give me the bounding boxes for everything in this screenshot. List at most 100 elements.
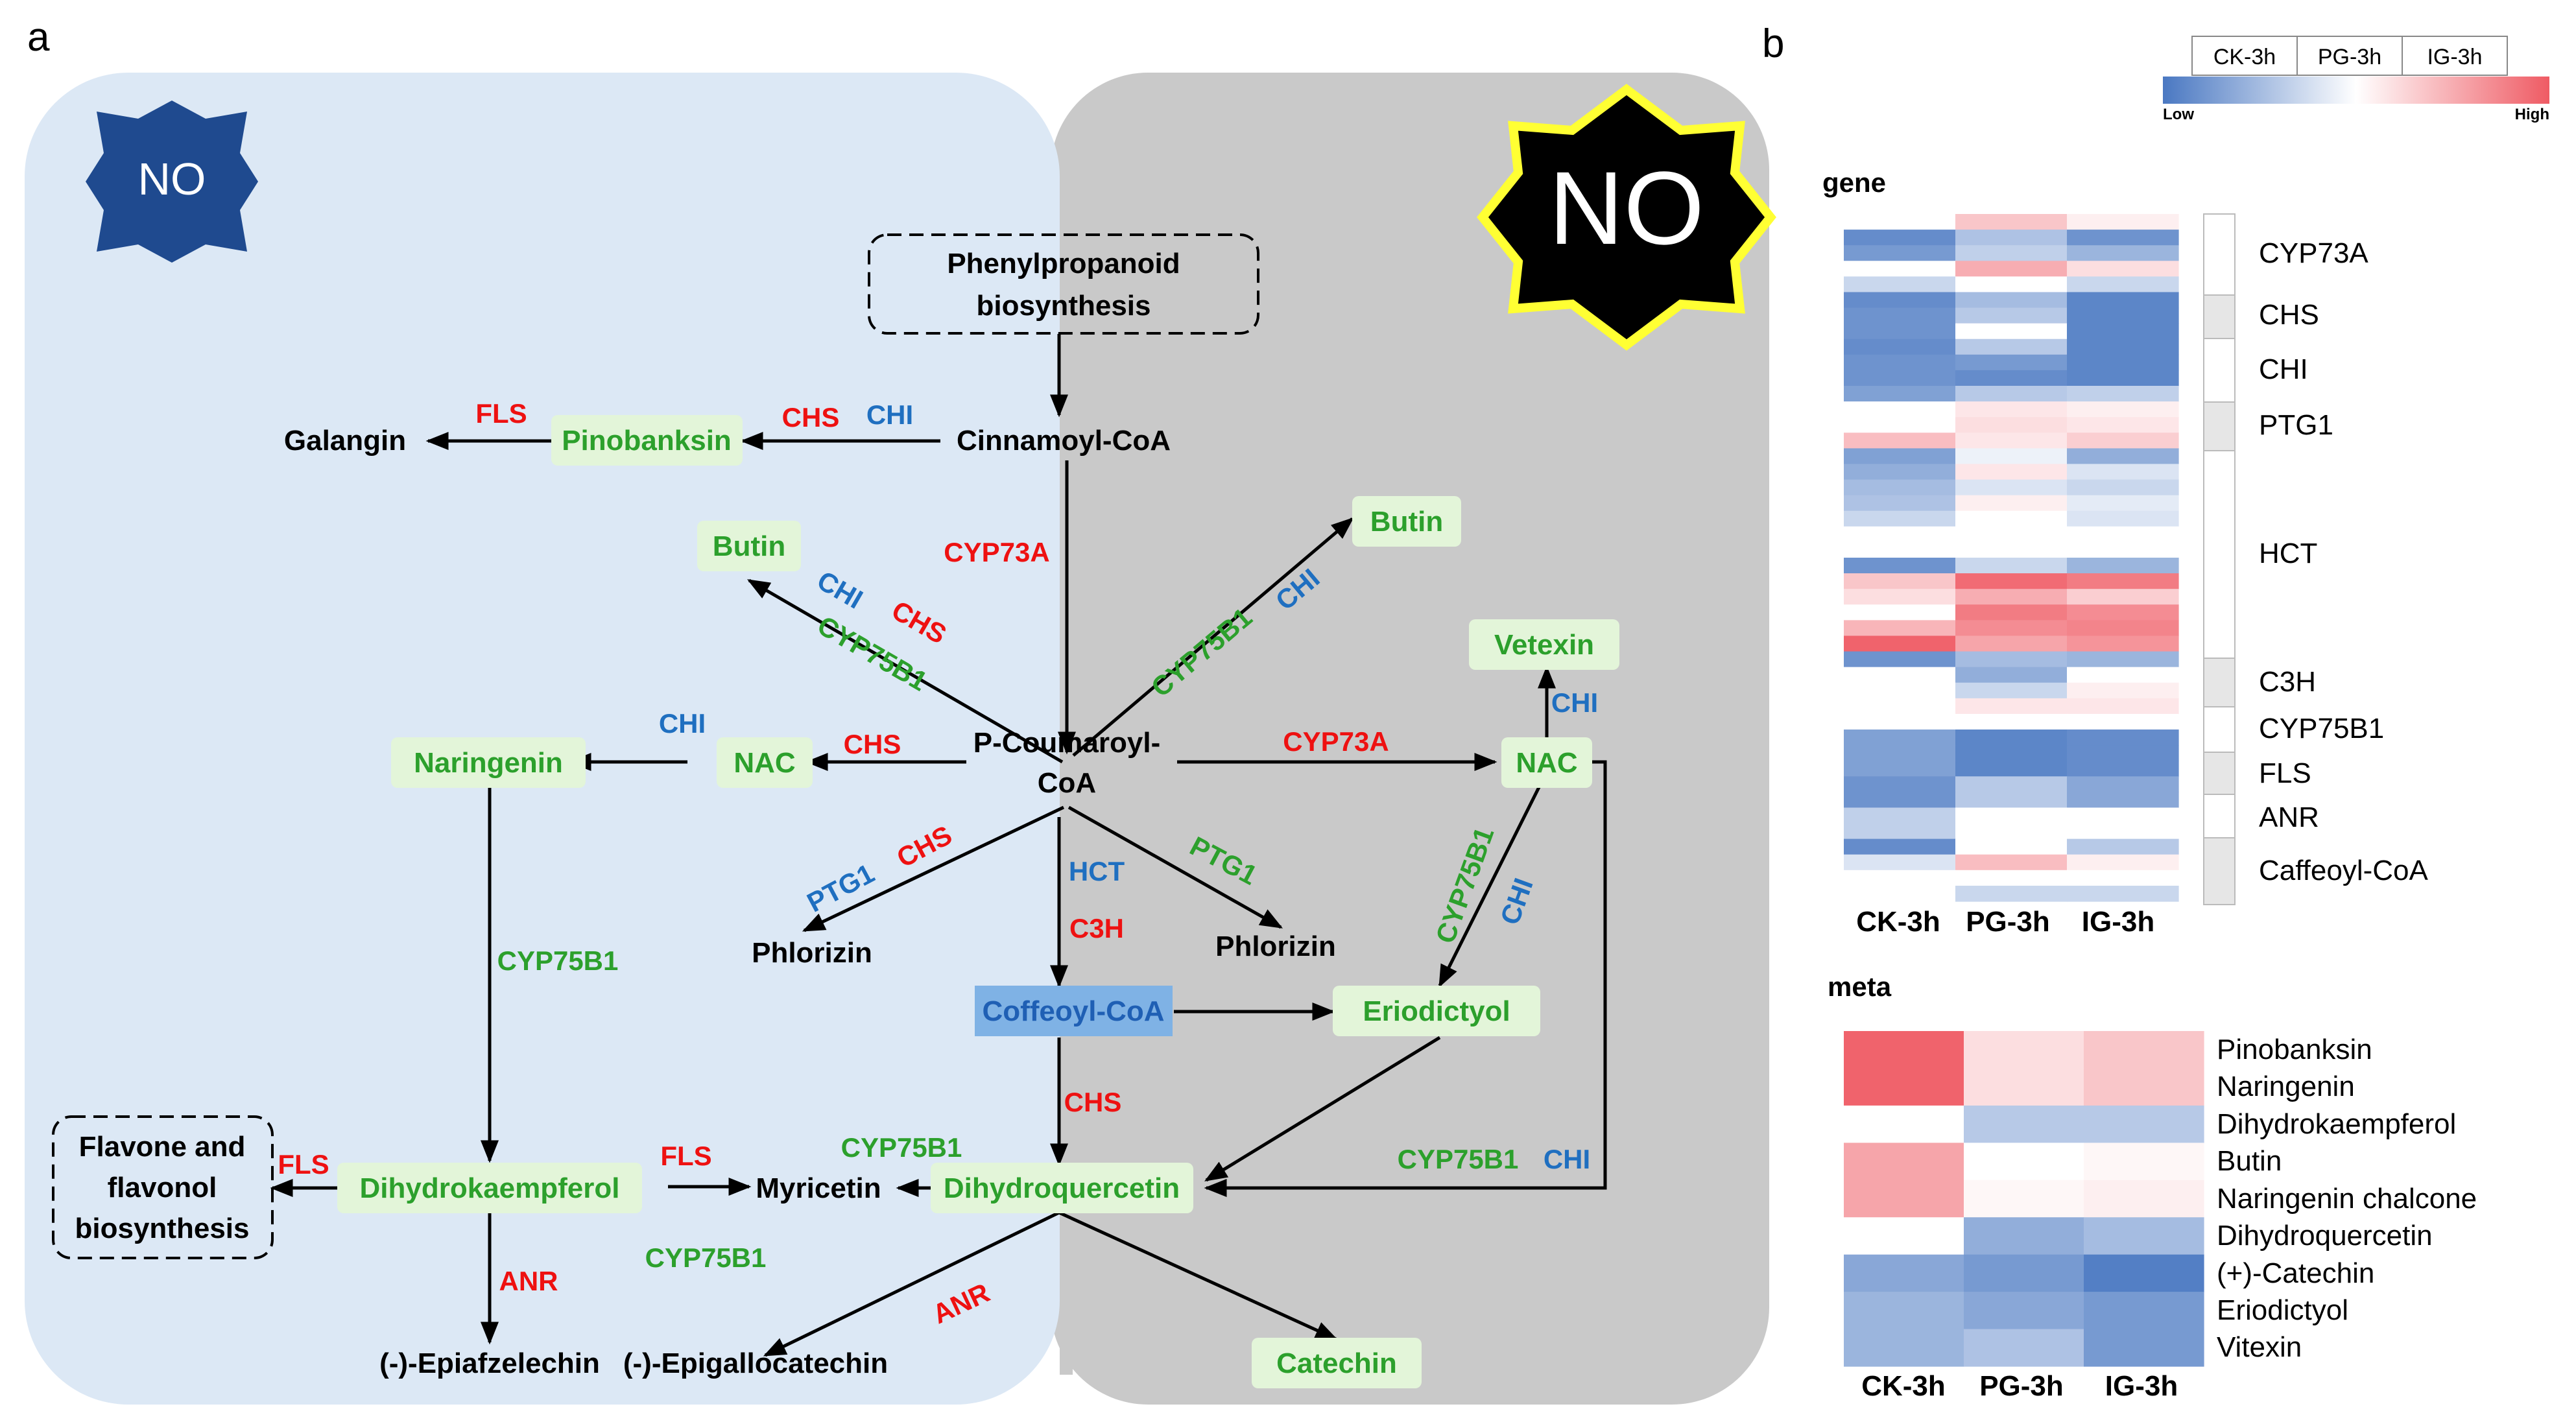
gene-heatmap-cell <box>1955 558 2068 574</box>
panel-b-label: b <box>1762 21 1784 66</box>
phlorizin-right-label: Phlorizin <box>1215 931 1336 962</box>
gene-heatmap-cell <box>2067 745 2179 761</box>
meta-heatmap-cell <box>2084 1143 2204 1181</box>
gene-heatmap-cell <box>2067 635 2179 652</box>
gene-heatmap-cell <box>1844 354 1956 371</box>
meta-heatmap-cell <box>1844 1031 1964 1069</box>
gene-heatmap-cell <box>1844 620 1956 637</box>
gene-heatmap-cell <box>2067 558 2179 574</box>
meta-heatmap-cell <box>2084 1180 2204 1218</box>
butin-left-label: Butin <box>713 530 785 562</box>
legend-sample-ig: IG-3h <box>2427 45 2482 69</box>
gene-heatmap-cell <box>1955 589 2068 605</box>
gene-col-ck: CK-3h <box>1856 906 1940 938</box>
meta-label-vitexin: Vitexin <box>2217 1331 2302 1363</box>
gene-heatmap-cell <box>1955 276 2068 293</box>
meta-label-eriodictyol: Eriodictyol <box>2217 1294 2348 1326</box>
enzyme-chs-lower: CHS <box>1064 1087 1122 1117</box>
gene-group-segment <box>2203 338 2236 403</box>
gene-heatmap-cell <box>1955 838 2068 855</box>
gene-heatmap-cell <box>1844 792 1956 809</box>
meta-heatmap-cell <box>1964 1217 2084 1255</box>
gene-heatmap-cell <box>2067 370 2179 386</box>
no-badge-right: NO <box>1477 84 1776 351</box>
nac-left-label: NAC <box>733 747 795 779</box>
enzyme-cyp75b1-dq: CYP75B1 <box>841 1132 962 1163</box>
gene-heatmap-cell <box>1844 698 1956 715</box>
gene-heatmap-cell <box>2067 495 2179 512</box>
enzyme-c3h: C3H <box>1069 913 1124 943</box>
panel-a: a NO NO <box>25 15 1776 1405</box>
meta-heatmap-cell <box>1964 1143 2084 1181</box>
gene-heatmap-cell <box>2067 354 2179 371</box>
color-legend: CK-3h PG-3h IG-3h Low High <box>2163 36 2549 123</box>
gene-heatmap-cell <box>1844 558 1956 574</box>
gene-heatmap-cell <box>1955 307 2068 324</box>
gene-heatmap-cell <box>1844 230 1956 246</box>
eriodictyol-label: Eriodictyol <box>1363 995 1510 1027</box>
gene-heatmap-cell <box>1844 870 1956 886</box>
meta-heatmap-cell <box>2084 1254 2204 1292</box>
gene-heatmap-cell <box>2067 589 2179 605</box>
legend-sample-ck: CK-3h <box>2213 45 2276 69</box>
flavone-label-2: flavonol <box>108 1172 217 1204</box>
meta-label-dihydroquercetin: Dihydroquercetin <box>2217 1220 2433 1252</box>
gene-heatmap-cell <box>2067 667 2179 683</box>
pinobanksin-label: Pinobanksin <box>562 425 732 457</box>
gene-label-anr: ANR <box>2259 801 2319 833</box>
gene-heatmap-cell <box>2067 885 2179 902</box>
enzyme-cyp73a-center: CYP73A <box>944 537 1049 567</box>
gene-heatmap-cell <box>2067 682 2179 699</box>
metabolite-labels: Galangin Pinobanksin Cinnamoyl-CoA Butin… <box>284 425 1594 1379</box>
gene-col-pg: PG-3h <box>1966 906 2050 938</box>
gene-heatmap-cell <box>1955 807 2068 824</box>
gene-heatmap-cell <box>2067 307 2179 324</box>
gene-heatmap-cell <box>1955 230 2068 246</box>
gene-heatmap-cell <box>1955 698 2068 715</box>
gene-heatmap-cell <box>2067 417 2179 433</box>
gene-label-chs: CHS <box>2259 299 2319 331</box>
meta-heatmap-cell <box>1964 1292 2084 1330</box>
gene-heatmap-cell <box>2067 541 2179 558</box>
enzyme-fls-left: FLS <box>278 1149 329 1180</box>
dihydroquercetin-label: Dihydroquercetin <box>944 1172 1180 1204</box>
gene-heatmap-cell <box>2067 651 2179 668</box>
metabolite-boxes <box>337 415 1619 1388</box>
gene-heatmap-cell <box>1844 479 1956 496</box>
flavone-box <box>52 1115 274 1259</box>
enzyme-hct: HCT <box>1069 856 1125 886</box>
gene-heatmap-cell <box>2067 479 2179 496</box>
enzyme-chs-top: CHS <box>782 402 840 433</box>
meta-label-pinobanksin: Pinobanksin <box>2217 1034 2372 1065</box>
gene-heatmap-cell <box>1955 401 2068 418</box>
meta-heatmap-cell <box>2084 1068 2204 1106</box>
gene-heatmap-cell <box>1844 682 1956 699</box>
gene-heatmap-cell <box>1844 307 1956 324</box>
gene-heatmap-cell <box>1844 292 1956 309</box>
gene-heatmap-cell <box>1955 682 2068 699</box>
flavone-label-1: Flavone and <box>79 1131 246 1163</box>
meta-heatmap-cell <box>1844 1292 1964 1330</box>
meta-heatmap-cell <box>2084 1217 2204 1255</box>
gene-heatmap-cell <box>1955 479 2068 496</box>
phenylpropanoid-label-1: Phenylpropanoid <box>947 248 1180 279</box>
gene-heatmap-cell <box>2067 761 2179 777</box>
meta-heatmap-cell <box>1844 1068 1964 1106</box>
gene-group-segment <box>2203 658 2236 707</box>
meta-heatmap-cell <box>2084 1329 2204 1367</box>
gene-label-fls: FLS <box>2259 757 2311 789</box>
meta-heatmap-cell <box>1844 1105 1964 1143</box>
gene-heatmap-cell <box>1844 510 1956 527</box>
gene-heatmap-cell <box>1955 620 2068 637</box>
gene-heatmap-cell <box>1844 245 1956 261</box>
gene-group-segment <box>2203 837 2236 905</box>
enzyme-chs-nac-left: CHS <box>844 729 901 759</box>
gene-label-c3h: C3H <box>2259 666 2316 698</box>
enzyme-cyp75b1-naringenin: CYP75B1 <box>497 945 619 976</box>
gene-heatmap-cell <box>2067 448 2179 465</box>
meta-col-ig: IG-3h <box>2105 1370 2178 1402</box>
gene-group-bar <box>2203 213 2236 905</box>
gene-heatmap-cell <box>1955 885 2068 902</box>
gene-heatmap-cell <box>2067 838 2179 855</box>
